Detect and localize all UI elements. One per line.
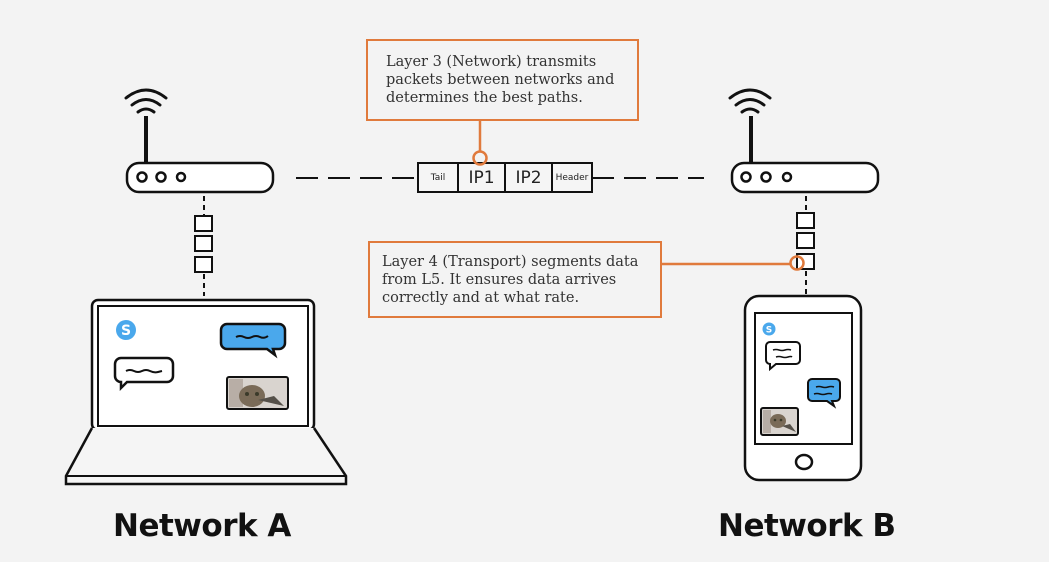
svg-text:S: S	[766, 326, 772, 336]
wifi-signal-icon	[124, 88, 168, 114]
router-icon	[125, 161, 275, 194]
data-segments-b	[796, 196, 815, 294]
router-icon	[730, 161, 880, 194]
chat-bubble-icon	[219, 322, 287, 359]
packet	[417, 162, 593, 193]
phone-icon: S	[743, 294, 863, 482]
wifi-signal-icon	[728, 88, 772, 114]
cat-photo-icon	[226, 376, 289, 410]
data-segment-icon	[796, 212, 815, 229]
cat-photo-icon	[760, 407, 799, 436]
callout-layer3: Layer 3 (Network) transmits packets betw…	[366, 39, 639, 121]
chat-bubble-icon	[113, 356, 175, 392]
data-segment-icon	[194, 256, 213, 273]
data-segments-a	[194, 196, 213, 296]
callout-l3-connector	[472, 121, 488, 166]
router-a	[124, 88, 275, 194]
skype-icon: S	[116, 320, 136, 340]
network-a-label: Network A	[113, 508, 291, 544]
chat-bubble-icon	[807, 378, 841, 409]
packet-segment-header: Header	[555, 173, 589, 183]
svg-text:S: S	[121, 323, 131, 339]
callout-l4-connector	[662, 255, 805, 271]
laptop-icon: S	[64, 298, 348, 486]
chat-bubble-icon	[765, 341, 801, 372]
data-segment-icon	[194, 215, 213, 232]
packet-segment-tail: Tail	[430, 173, 446, 183]
packet-segment-ip1: IP1	[468, 168, 495, 188]
router-b	[728, 88, 880, 194]
data-segment-icon	[194, 235, 213, 252]
network-b-label: Network B	[718, 508, 896, 544]
skype-icon: S	[762, 322, 776, 336]
data-segment-icon	[796, 232, 815, 249]
packet-segment-ip2: IP2	[515, 168, 542, 188]
callout-layer4: Layer 4 (Transport) segments data from L…	[368, 241, 662, 318]
